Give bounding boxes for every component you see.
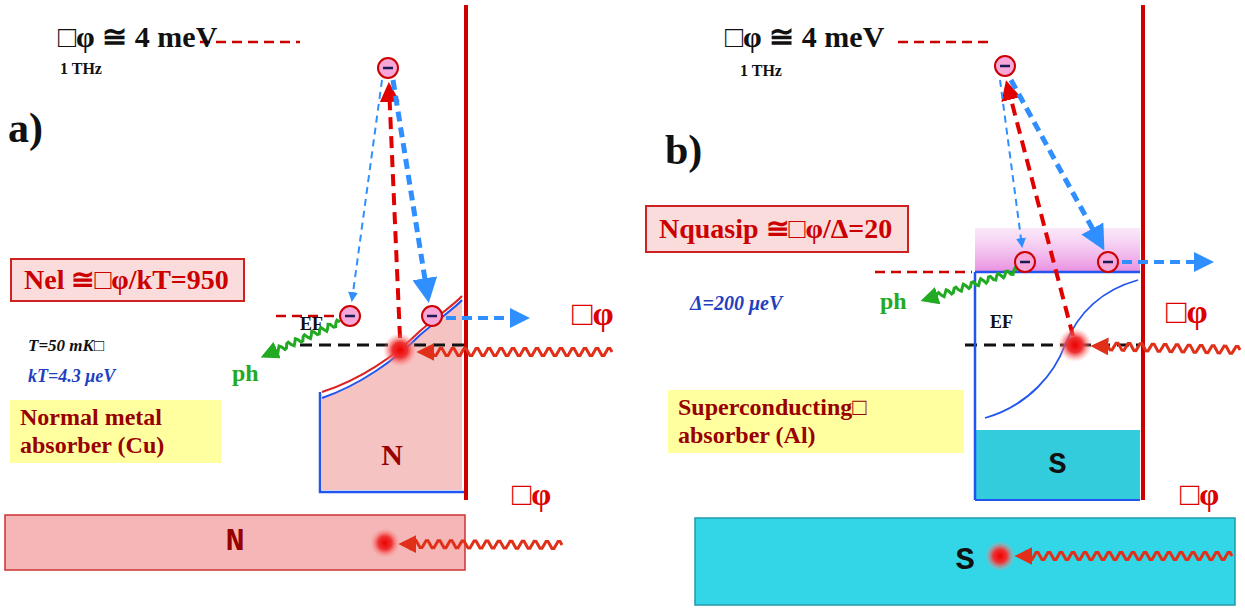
fermi-level-line xyxy=(300,345,1140,346)
electron-charge xyxy=(1020,261,1030,264)
frequency-label: 1 THz xyxy=(740,62,782,80)
photon-wave xyxy=(402,541,562,549)
relaxation-arrow xyxy=(446,316,526,320)
superconductor-band xyxy=(975,430,1140,500)
absorber-bar-label: S xyxy=(695,518,1235,605)
absorber-bar xyxy=(695,518,1235,605)
absorber-caption: Superconducting□ absorber (Al) xyxy=(668,390,964,453)
superconductor-band xyxy=(985,280,1138,418)
relaxation-arrow xyxy=(352,80,1210,318)
node-text: S xyxy=(1048,448,1066,483)
electron-charge xyxy=(1103,261,1113,264)
electron-circle xyxy=(378,58,398,78)
fermi-distribution xyxy=(322,300,462,490)
electron-circle xyxy=(1015,252,1035,272)
electron-count-box: Nel ≅□φ/kT=950 xyxy=(10,258,245,302)
photon-wave xyxy=(1018,553,1232,560)
node-text: N xyxy=(381,438,403,473)
electron-charge xyxy=(383,67,393,70)
fermi-distribution xyxy=(320,296,464,492)
absorber-bar xyxy=(5,515,465,570)
absorption-spot xyxy=(1058,328,1092,362)
absorption-spot xyxy=(370,528,400,558)
electron-circle xyxy=(1098,252,1118,272)
photon-energy: □φ ≅ 4 meV xyxy=(58,20,217,55)
electron xyxy=(1015,252,1035,272)
gap-label: Δ=200 μeV xyxy=(690,292,782,315)
phonon-label: ph xyxy=(232,360,259,388)
frequency-label: 1 THz xyxy=(60,60,102,78)
electron xyxy=(378,58,398,78)
energy-level-dash xyxy=(875,271,972,274)
node-text: S xyxy=(955,543,974,580)
excitation-arrow xyxy=(389,86,400,338)
relaxation-arrow xyxy=(393,80,428,298)
energy-level-dash xyxy=(200,42,990,316)
fermi-level-label: EF xyxy=(990,312,1013,333)
absorber-bar-label: N xyxy=(5,515,465,570)
interface-line xyxy=(1141,5,1145,500)
photon-label: □φ xyxy=(1180,476,1219,513)
electron-circle xyxy=(340,306,360,326)
electron xyxy=(1098,252,1118,272)
fermi-level-label: EF xyxy=(300,314,323,335)
superconductor-band xyxy=(975,228,1140,500)
photon-wave xyxy=(420,349,612,356)
superconductor-region: S xyxy=(975,430,1140,500)
electron-charge xyxy=(1000,65,1010,68)
absorber-caption: Normal metal absorber (Cu) xyxy=(10,400,221,463)
relaxation-arrow xyxy=(1122,260,1210,264)
fermi-distribution xyxy=(320,392,464,492)
interface-line xyxy=(466,5,1143,500)
phonon-label: ph xyxy=(880,288,907,316)
electron-circle xyxy=(995,56,1015,76)
thermal-energy-label: kT=4.3 μeV xyxy=(28,366,115,387)
absorber-bar xyxy=(5,515,1235,605)
electron xyxy=(340,56,1118,326)
node-text: Normal metal absorber (Cu) xyxy=(20,404,211,459)
relaxation-arrow xyxy=(1000,80,1022,246)
temperature-label: T=50 mK□ xyxy=(28,336,104,356)
superconductor-band xyxy=(975,499,1140,501)
panel-letter: a) xyxy=(8,104,43,152)
electron-circle xyxy=(422,306,442,326)
panel-letter: b) xyxy=(665,126,702,174)
absorption-spot xyxy=(985,541,1015,571)
energy-level-dash xyxy=(898,41,990,44)
phonon-wave xyxy=(924,268,1018,300)
node-text: Nquasip ≅□φ/Δ=20 xyxy=(659,213,895,245)
absorption-spot xyxy=(383,333,417,367)
superconductor-band xyxy=(974,272,977,500)
electron xyxy=(422,306,442,326)
excitation-arrow xyxy=(389,84,1073,338)
photon-wave xyxy=(1094,343,1240,353)
photon-energy: □φ ≅ 4 meV xyxy=(725,20,884,55)
interface-line xyxy=(464,5,468,500)
node-text: Superconducting□ absorber (Al) xyxy=(678,394,954,449)
photon-label: □φ xyxy=(1166,292,1208,331)
relaxation-arrow xyxy=(1011,80,1102,246)
superconductor-band xyxy=(975,228,1140,272)
excitation-arrow xyxy=(1007,84,1073,336)
electron xyxy=(995,56,1015,76)
normal-metal-region: N xyxy=(322,420,462,490)
photon-label: □φ xyxy=(572,294,614,333)
photon-label: □φ xyxy=(512,476,551,513)
wave-line xyxy=(264,268,1240,560)
node-text: Nel ≅□φ/kT=950 xyxy=(24,264,231,296)
quasiparticle-count-box: Nquasip ≅□φ/Δ=20 xyxy=(645,205,909,253)
relaxation-arrow xyxy=(352,80,382,300)
absorption-spot xyxy=(370,328,1092,571)
electron xyxy=(340,306,360,326)
node-text: N xyxy=(225,524,244,561)
electron-charge xyxy=(427,315,437,318)
electron-charge xyxy=(345,315,355,318)
